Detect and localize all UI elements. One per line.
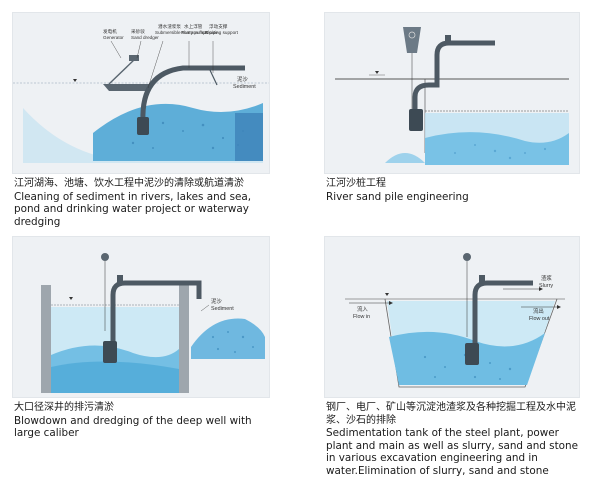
discharge-pipe — [412, 40, 495, 123]
label-pump-en: Submersible slurry pumps — [155, 30, 209, 35]
lifting-frame — [403, 27, 421, 53]
label-generator: 发电机 — [103, 28, 117, 35]
river-dredging-illustration: 发电机 Generator 采砂驳 Sand dredger 潜水渣浆泵 Sub… — [13, 23, 269, 163]
label-pontoon: 水上浮管 — [184, 23, 203, 30]
diagram-panel-sedimentation-tank: 渣浆 Slurry 流入 Flow in 流出 Flow out — [324, 236, 580, 398]
deep-well-illustration: 泥沙 Sediment — [41, 253, 265, 393]
label-sediment: 泥沙 — [237, 75, 248, 83]
arrow-right-icon — [389, 301, 393, 305]
label-flow-in-en: Flow in — [353, 314, 370, 320]
submersible-pump — [103, 341, 117, 363]
sand-dredger-boat — [103, 84, 153, 91]
label-slurry: 渣浆 — [541, 274, 552, 282]
sediment-heap — [191, 318, 265, 359]
label-floating: 浮动支撑 — [209, 23, 228, 30]
submersible-pump — [465, 343, 479, 365]
arrow-right-icon — [557, 305, 561, 309]
submersible-pump — [137, 117, 149, 135]
label-generator-en: Generator — [103, 35, 124, 40]
caption-en: Sedimentation tank of the steel plant, p… — [326, 427, 579, 477]
label-sand-dredger: 采砂驳 — [131, 28, 145, 35]
caption-river-dredging: 江河湖海、池塘、饮水工程中泥沙的清除或航道清淤 Cleaning of sedi… — [14, 178, 272, 228]
caption-deep-well: 大口径深井的排污清淤 Blowdown and dredging of the … — [14, 402, 278, 440]
arrow-right-icon — [539, 287, 543, 291]
caption-sand-pile: 江河沙桩工程 River sand pile engineering — [326, 178, 586, 203]
label-pump: 潜水渣浆泵 — [158, 23, 181, 30]
well-wall-right — [179, 285, 189, 393]
caption-zh: 大口径深井的排污清淤 — [14, 402, 114, 413]
caption-en: Blowdown and dredging of the deep well w… — [14, 414, 252, 440]
diagram-panel-sand-pile — [324, 12, 580, 174]
label-flow-out-en: Flow out — [529, 316, 550, 322]
label-sand-dredger-en: Sand dredger — [131, 35, 159, 40]
discharge-pipe — [472, 280, 533, 351]
water-level-marker-icon — [385, 293, 389, 296]
label-flow-out: 流出 — [533, 307, 544, 315]
caption-zh: 江河湖海、池塘、饮水工程中泥沙的清除或航道清淤 — [14, 178, 244, 189]
caption-en: River sand pile engineering — [326, 190, 469, 203]
caption-zh: 江河沙桩工程 — [326, 178, 386, 189]
caption-sedimentation-tank: 钢厂、电厂、矿山等沉淀池渣浆及各种挖掘工程及水中泥浆、沙石的排除 Sedimen… — [326, 402, 588, 478]
label-slurry-en: Slurry — [539, 283, 553, 289]
well-wall-left — [41, 285, 51, 393]
caption-zh: 钢厂、电厂、矿山等沉淀池渣浆及各种挖掘工程及水中泥浆、沙石的排除 — [326, 402, 576, 426]
water-level-marker-icon — [73, 79, 77, 82]
diagram-panel-river-dredging: 发电机 Generator 采砂驳 Sand dredger 潜水渣浆泵 Sub… — [12, 12, 270, 174]
discharge-pipe — [140, 65, 245, 122]
label-sediment: 泥沙 — [211, 297, 222, 305]
water-level-marker-icon — [69, 297, 73, 300]
water-level-marker-icon — [375, 71, 379, 74]
label-pontoon-en: Pontoon float pipe — [181, 30, 218, 35]
sedimentation-tank-illustration: 渣浆 Slurry 流入 Flow in 流出 Flow out — [345, 253, 565, 388]
caption-en: Cleaning of sediment in rivers, lakes an… — [14, 190, 252, 228]
label-floating-en: Floating support — [205, 30, 239, 35]
label-flow-in: 流入 — [357, 305, 368, 313]
label-sediment-en: Sediment — [211, 306, 234, 312]
label-sediment-en: Sediment — [233, 84, 256, 90]
sand-pile-illustration — [335, 27, 569, 165]
discharge-pipe — [110, 280, 202, 349]
submersible-pump — [409, 109, 423, 131]
diagram-panel-deep-well: 泥沙 Sediment — [12, 236, 270, 398]
sediment-mound — [93, 103, 263, 161]
